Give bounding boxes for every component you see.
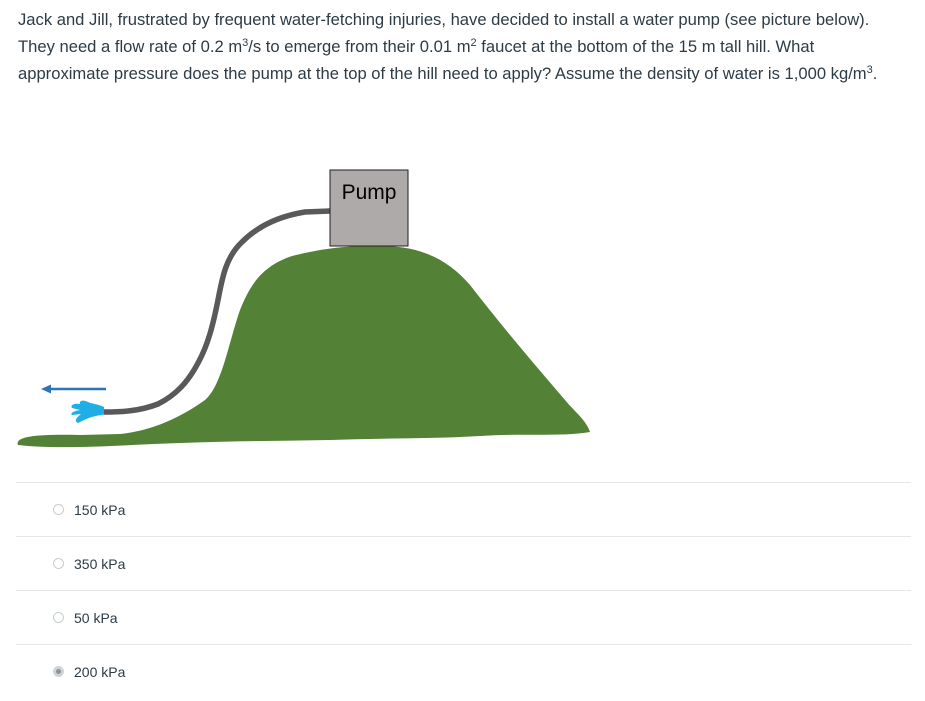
question-text-part: faucet at the bottom of the 15 m tall hi…: [18, 37, 867, 83]
radio-button[interactable]: [53, 504, 64, 515]
radio-button[interactable]: [53, 612, 64, 623]
pipe: [101, 208, 333, 415]
question-text-part: Jack and Jill, frustrated by frequent wa…: [18, 10, 870, 56]
answer-label: 150 kPa: [74, 501, 126, 518]
radio-button-selected[interactable]: [53, 666, 64, 677]
question-text-part: .: [872, 64, 878, 83]
pump-hill-illustration: Pump: [17, 169, 590, 448]
superscript-exponent: 3: [242, 37, 249, 49]
answer-option[interactable]: 350 kPa: [16, 536, 911, 590]
question-text: Jack and Jill, frustrated by frequent wa…: [18, 6, 908, 87]
pump-box: [329, 169, 409, 247]
question-text-part: /s to emerge from their 0.01 m: [248, 37, 471, 56]
radio-button[interactable]: [53, 558, 64, 569]
answer-label: 350 kPa: [74, 555, 126, 572]
water-spray-icon: [71, 400, 104, 423]
answer-option[interactable]: 150 kPa: [16, 482, 911, 536]
superscript-exponent: 2: [470, 37, 477, 49]
answer-option[interactable]: 200 kPa: [16, 644, 911, 698]
answer-label: 50 kPa: [74, 609, 118, 626]
answer-option[interactable]: 50 kPa: [16, 590, 911, 644]
arrow-head-icon: [41, 384, 51, 394]
answer-list: 150 kPa 350 kPa 50 kPa 200 kPa: [16, 482, 911, 698]
pump-label: Pump: [342, 181, 397, 204]
superscript-exponent: 3: [866, 64, 873, 76]
answer-label: 200 kPa: [74, 663, 126, 680]
hill: [17, 245, 590, 448]
